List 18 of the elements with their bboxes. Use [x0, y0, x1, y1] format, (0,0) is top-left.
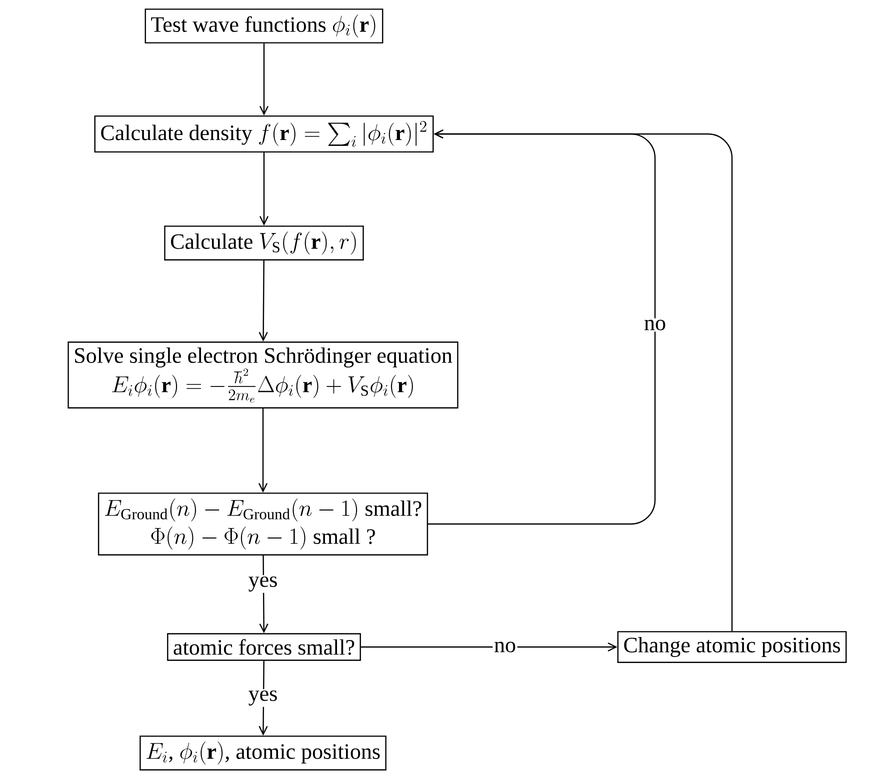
edge-label: yes	[247, 575, 279, 593]
arrow	[434, 129, 733, 632]
arrow	[258, 408, 268, 493]
arrow	[259, 152, 269, 226]
process-box: Solve single electron Schrödinger equation $E_i\phi_i(\mathbf{r})=-\frac{\hbar^2}{2m_e}\Delta\phi_i(\mathbf{r})+V_\mathrm{S}\phi_i(\mathbf{r})$	[68, 342, 458, 408]
process-box: atomic forces small?	[167, 633, 361, 661]
arrow	[258, 260, 268, 342]
process-box: $E_\mathrm{Ground}(n)-E_\mathrm{Ground}(n-1)\text{ small?}$ $\Phi(n)-\Phi(n-1)\text{ small ?}$	[98, 492, 428, 556]
edge-label: no	[642, 318, 668, 332]
process-box: $E_i\text{, }\phi_i(\mathbf{r})\text{, atomic positions}$	[140, 736, 386, 770]
arrow	[360, 642, 618, 652]
arrow	[259, 43, 269, 116]
edge-label: yes	[247, 689, 279, 707]
process-box: $\text{Calculate }V_\mathrm{S}(f(\mathbf{r}),r)$	[164, 226, 364, 260]
edge-label: no	[492, 640, 518, 654]
process-box: $\text{Test wave functions }\phi_i(\mathbf{r})$	[144, 8, 384, 44]
process-box: $\text{Calculate density }f(\mathbf{r})=\sum_i|\phi_i(\mathbf{r})|^2$	[94, 115, 434, 153]
process-box: Change atomic positions	[617, 631, 847, 663]
